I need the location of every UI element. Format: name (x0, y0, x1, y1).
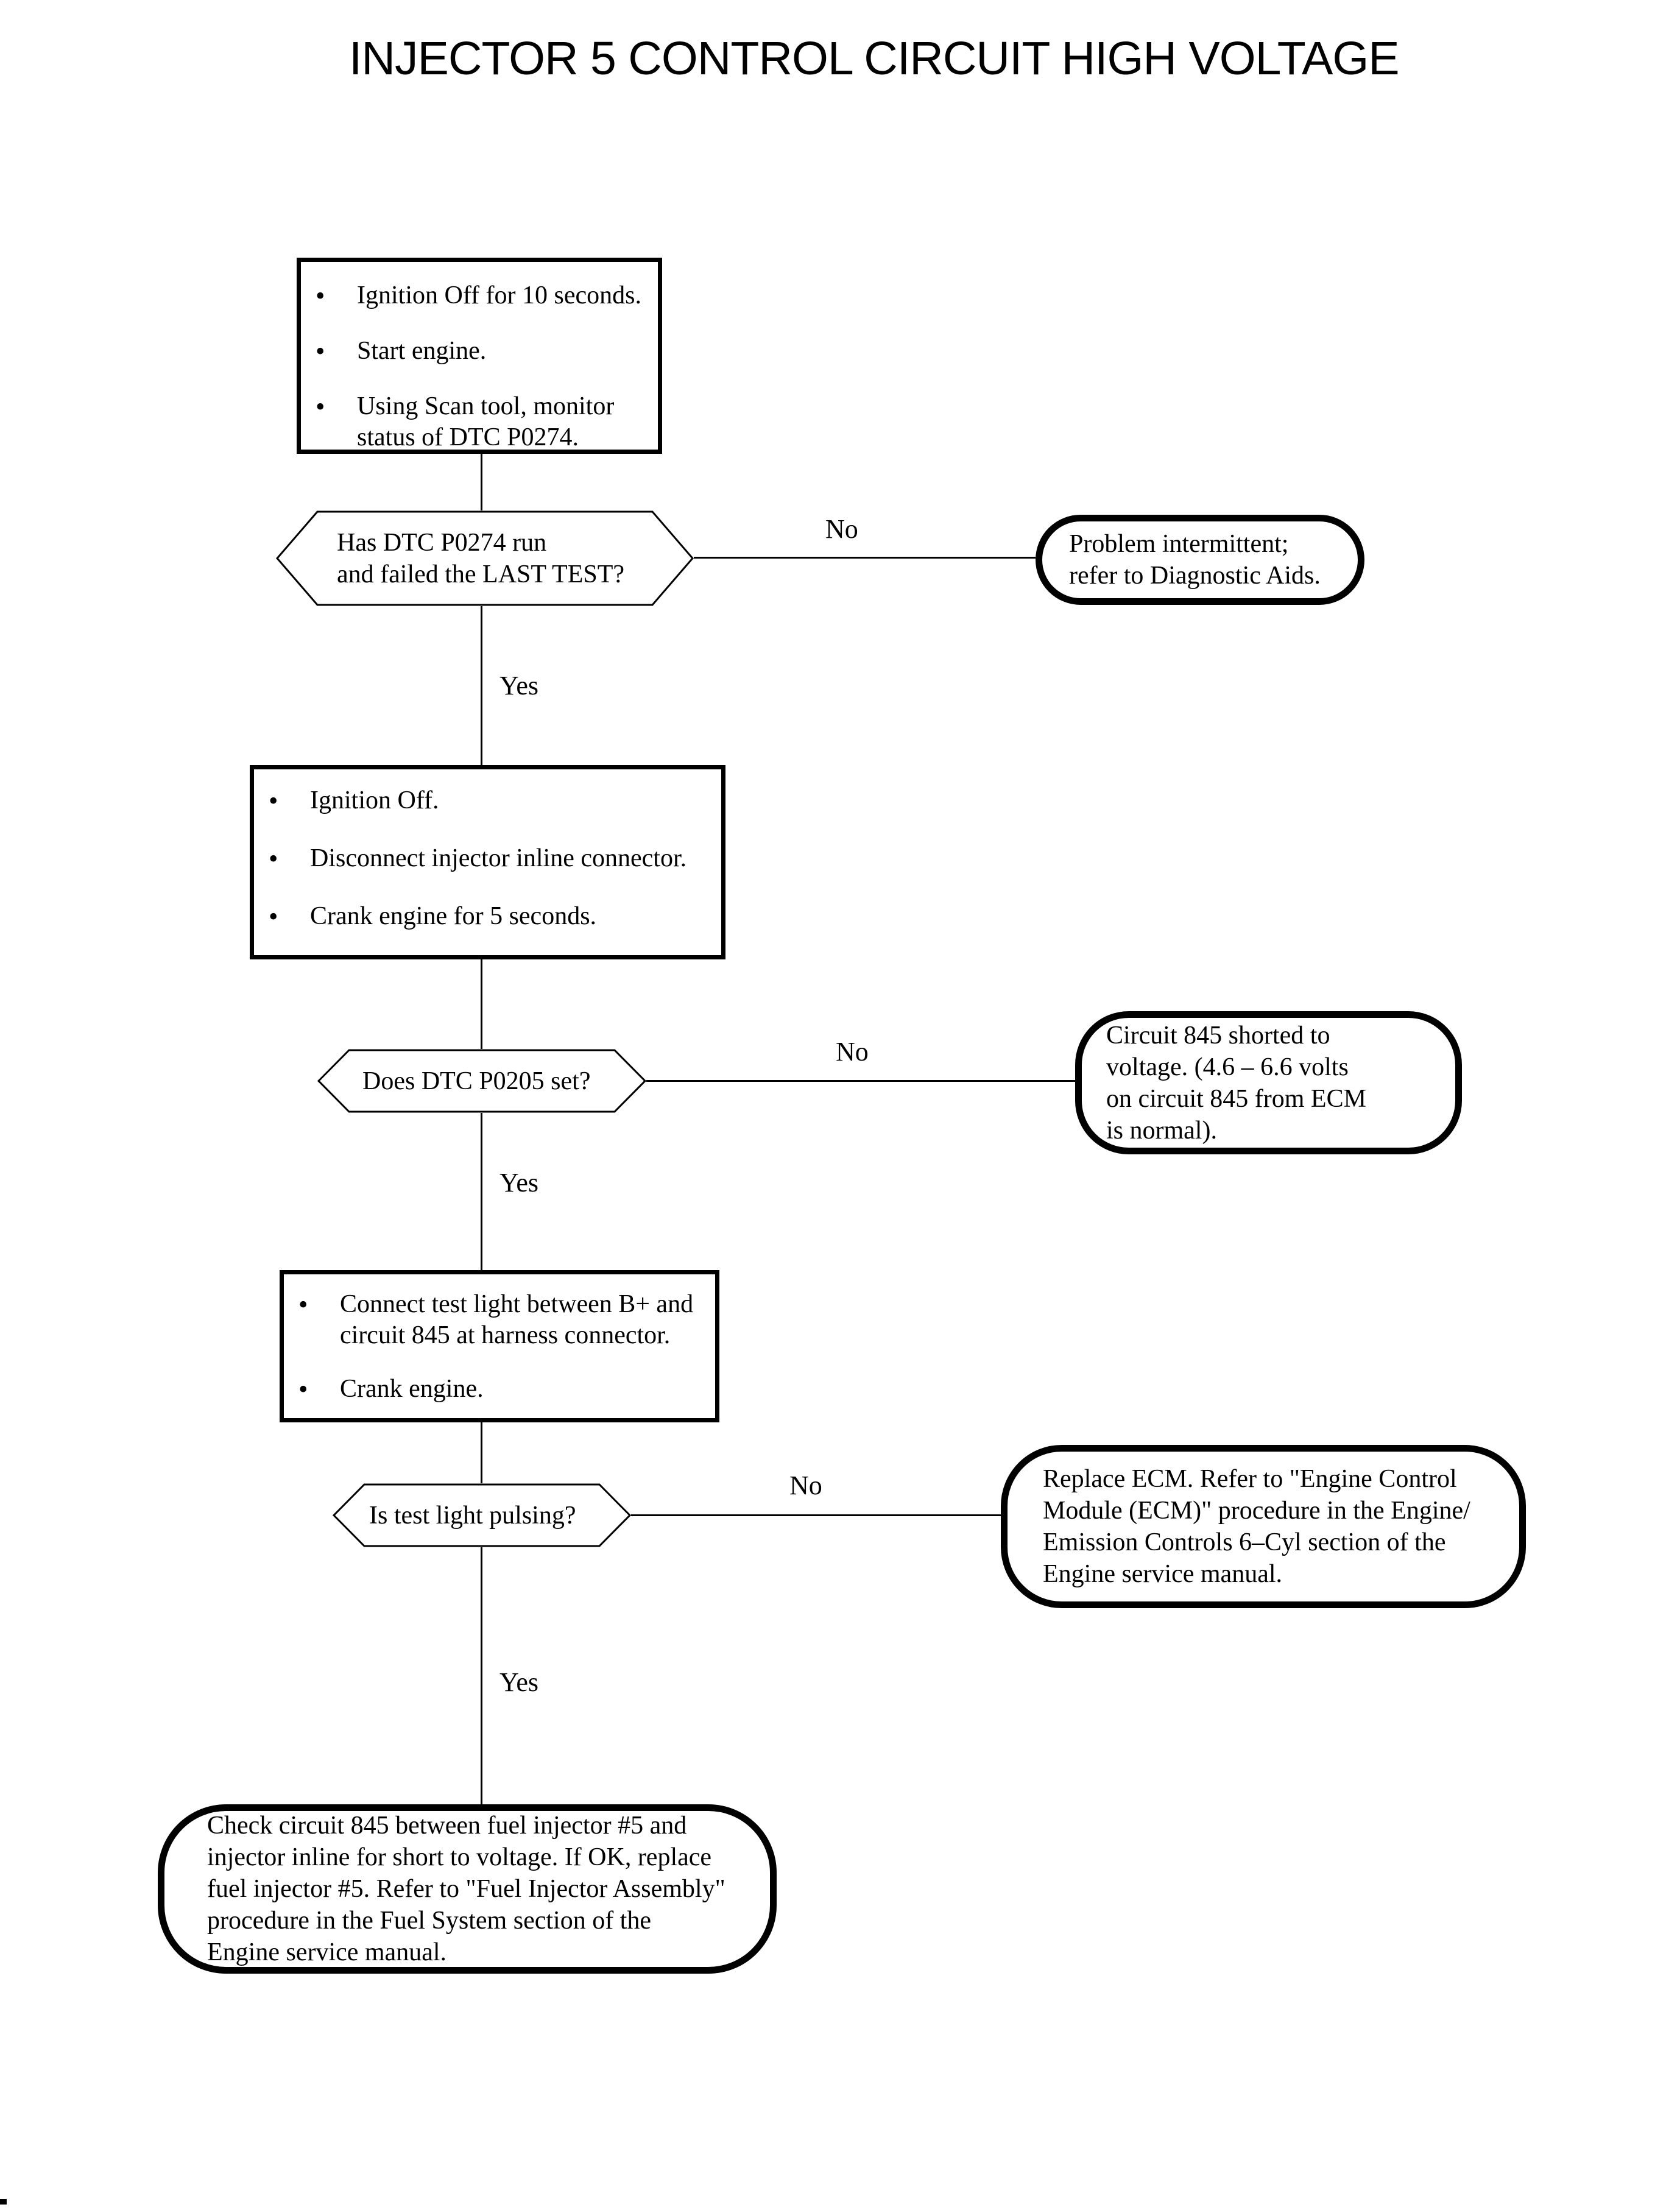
hexagon-shape (333, 1483, 631, 1547)
step1-bullet-list: • Ignition Off for 10 seconds. • Start e… (301, 262, 654, 478)
connector-step3-decision3 (481, 1422, 482, 1483)
decision2-hexagon: Does DTC P0205 set? (317, 1049, 646, 1113)
terminal2-text: Circuit 845 shorted to voltage. (4.6 – 6… (1106, 1021, 1366, 1145)
decision2-question: Does DTC P0205 set? (362, 1067, 591, 1095)
connector-step1-decision1 (481, 454, 482, 510)
terminal2-box: Circuit 845 shorted to voltage. (4.6 – 6… (1075, 1011, 1462, 1154)
step2-item-1: Ignition Off. (310, 786, 439, 814)
connector-decision2-no (646, 1080, 1075, 1082)
bullet-icon: • (298, 1374, 308, 1404)
hexagon-shape (276, 510, 694, 606)
bullet-icon: • (269, 902, 278, 931)
list-item: • Disconnect injector inline connector. (265, 843, 711, 874)
step1-item-1: Ignition Off for 10 seconds. (357, 281, 641, 309)
hexagon-shape (317, 1049, 646, 1113)
scan-artifact-dot (0, 2199, 7, 2205)
connector-decision2-yes (481, 1113, 482, 1270)
step3-bullet-list: • Connect test light between B+ and circ… (284, 1274, 711, 1429)
bullet-icon: • (316, 392, 325, 422)
connector-step2-decision2 (481, 959, 482, 1049)
step1-item-3: Using Scan tool, monitor status of DTC P… (357, 392, 615, 451)
terminal3-text: Replace ECM. Refer to "Engine Control Mo… (1043, 1465, 1470, 1588)
list-item: • Start engine. (312, 336, 648, 367)
decision1-yes-label: Yes (499, 671, 539, 701)
decision1-question: Has DTC P0274 run and failed the LAST TE… (337, 528, 625, 588)
page-title: INJECTOR 5 CONTROL CIRCUIT HIGH VOLTAGE (349, 32, 1400, 85)
decision1-hexagon: Has DTC P0274 run and failed the LAST TE… (276, 510, 694, 606)
terminal3-box: Replace ECM. Refer to "Engine Control Mo… (1001, 1445, 1526, 1608)
step2-bullet-list: • Ignition Off. • Disconnect injector in… (254, 769, 718, 956)
decision3-yes-label: Yes (499, 1667, 539, 1697)
terminal1-box: Problem intermittent; refer to Diagnosti… (1036, 515, 1364, 605)
decision2-yes-label: Yes (499, 1168, 539, 1198)
connector-decision1-no (694, 557, 1036, 559)
step1-item-2: Start engine. (357, 337, 487, 365)
list-item: • Ignition Off. (265, 785, 711, 816)
step1-box: • Ignition Off for 10 seconds. • Start e… (297, 258, 662, 454)
connector-decision1-yes (481, 606, 482, 765)
bullet-icon: • (316, 281, 325, 311)
connector-decision3-no (631, 1514, 1001, 1516)
decision3-question: Is test light pulsing? (369, 1501, 576, 1530)
bullet-icon: • (269, 844, 278, 874)
list-item: • Using Scan tool, monitor status of DTC… (312, 391, 648, 453)
decision3-no-label: No (789, 1470, 822, 1500)
bullet-icon: • (269, 786, 278, 816)
decision2-no-label: No (836, 1037, 869, 1067)
terminal4-text: Check circuit 845 between fuel injector … (207, 1812, 725, 1966)
connector-decision3-yes (481, 1547, 482, 1804)
bullet-icon: • (298, 1290, 308, 1319)
list-item: • Connect test light between B+ and circ… (295, 1289, 705, 1351)
bullet-icon: • (316, 336, 325, 366)
step2-box: • Ignition Off. • Disconnect injector in… (250, 765, 725, 959)
terminal1-text: Problem intermittent; refer to Diagnosti… (1069, 530, 1321, 590)
list-item: • Crank engine. (295, 1374, 705, 1405)
decision3-hexagon: Is test light pulsing? (333, 1483, 631, 1547)
list-item: • Ignition Off for 10 seconds. (312, 280, 648, 311)
step3-item-2: Crank engine. (340, 1375, 484, 1403)
decision1-no-label: No (825, 514, 858, 544)
step2-item-3: Crank engine for 5 seconds. (310, 902, 597, 930)
list-item: • Crank engine for 5 seconds. (265, 901, 711, 932)
step3-box: • Connect test light between B+ and circ… (280, 1270, 719, 1422)
terminal4-box: Check circuit 845 between fuel injector … (158, 1804, 777, 1974)
step2-item-2: Disconnect injector inline connector. (310, 844, 687, 872)
step3-item-1: Connect test light between B+ and circui… (340, 1290, 694, 1349)
